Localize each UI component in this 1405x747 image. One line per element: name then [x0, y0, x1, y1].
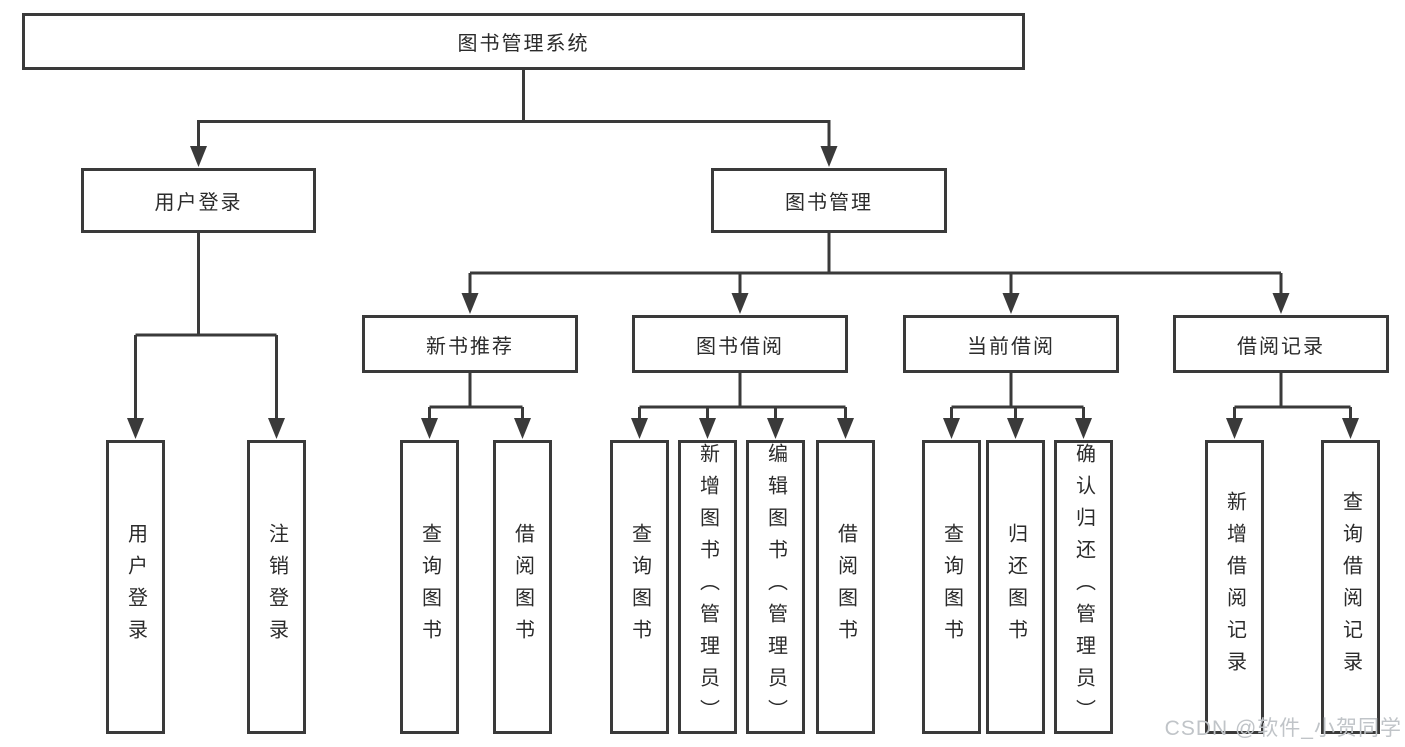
node-book-management: 图书管理 [711, 168, 947, 233]
node-book-management-label: 图书管理 [785, 192, 873, 214]
leaf-query-books-1: 查询图书 [400, 440, 459, 734]
node-current-borrowing: 当前借阅 [903, 315, 1119, 373]
node-user-login-label: 用户登录 [154, 192, 243, 214]
leaf-return-books: 归还图书 [986, 440, 1045, 734]
leaf-add-books-admin-label: 新增图书（管理员） [696, 443, 719, 731]
node-user-login: 用户登录 [81, 168, 316, 233]
node-root-label: 图书管理系统 [457, 33, 590, 55]
leaf-logout: 注销登录 [247, 440, 306, 734]
csdn-watermark: CSDN @软件_小贺同学 [1164, 717, 1402, 740]
node-borrowing-records-label: 借阅记录 [1237, 335, 1325, 358]
leaf-borrow-books-1-label: 借阅图书 [511, 523, 534, 651]
leaf-query-books-2: 查询图书 [610, 440, 669, 734]
leaf-user-login-label: 用户登录 [124, 523, 147, 651]
node-new-book-recommend: 新书推荐 [362, 315, 578, 373]
leaf-edit-books-admin-label: 编辑图书（管理员） [764, 443, 787, 731]
leaf-confirm-return-admin-label: 确认归还（管理员） [1072, 443, 1095, 731]
leaf-user-login: 用户登录 [106, 440, 165, 734]
leaf-query-books-3-label: 查询图书 [940, 523, 963, 651]
node-new-book-recommend-label: 新书推荐 [426, 335, 514, 358]
node-current-borrowing-label: 当前借阅 [967, 335, 1055, 358]
leaf-add-books-admin: 新增图书（管理员） [678, 440, 737, 734]
leaf-logout-label: 注销登录 [265, 523, 288, 651]
leaf-edit-books-admin: 编辑图书（管理员） [746, 440, 805, 734]
leaf-return-books-label: 归还图书 [1004, 523, 1027, 651]
node-borrowing-records: 借阅记录 [1173, 315, 1389, 373]
leaf-add-borrow-record: 新增借阅记录 [1205, 440, 1264, 734]
leaf-borrow-books-2: 借阅图书 [816, 440, 875, 734]
leaf-query-books-3: 查询图书 [922, 440, 981, 734]
leaf-confirm-return-admin: 确认归还（管理员） [1054, 440, 1113, 734]
leaf-query-books-1-label: 查询图书 [418, 523, 441, 651]
leaf-query-books-2-label: 查询图书 [628, 523, 651, 651]
leaf-add-borrow-record-label: 新增借阅记录 [1223, 491, 1246, 683]
leaf-query-borrow-record-label: 查询借阅记录 [1339, 491, 1362, 683]
leaf-borrow-books-2-label: 借阅图书 [834, 523, 857, 651]
leaf-query-borrow-record: 查询借阅记录 [1321, 440, 1380, 734]
node-book-borrowing-label: 图书借阅 [696, 335, 784, 358]
node-root-system: 图书管理系统 [22, 13, 1025, 70]
node-book-borrowing: 图书借阅 [632, 315, 848, 373]
leaf-borrow-books-1: 借阅图书 [493, 440, 552, 734]
